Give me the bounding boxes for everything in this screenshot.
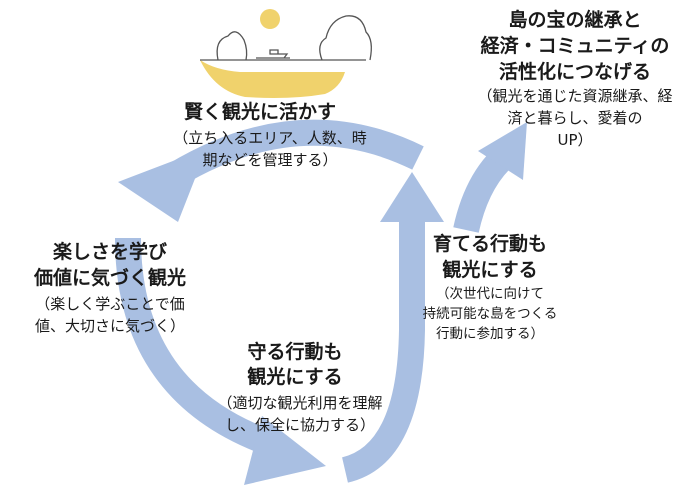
node-right-desc-line2: 持続可能な島をつくる xyxy=(422,306,558,322)
arrow-left-to-bottom xyxy=(115,237,280,458)
node-bottom-desc-line1: （適切な観光利用を理解 xyxy=(217,394,383,412)
node-goal-desc-line2: 済と暮らし、愛着の xyxy=(507,109,643,127)
cloud-icon xyxy=(216,31,248,61)
node-top-desc-line1: （立ち入るエリア、人数、時 xyxy=(173,129,367,147)
node-left-title-line2: 価値に気づく観光 xyxy=(33,267,186,289)
node-left-title-line1: 楽しさを学び xyxy=(52,241,167,263)
node-right-title-line2: 観光にする xyxy=(442,259,538,281)
node-goal-desc-line3: UP） xyxy=(557,131,593,149)
node-right-desc-line1: （次世代に向けて xyxy=(436,286,544,302)
sun-icon xyxy=(260,9,280,29)
cloud-icon xyxy=(319,15,372,61)
node-goal-title-line3: 活性化につなげる xyxy=(498,61,651,83)
node-top-desc-line2: 期などを管理する） xyxy=(202,151,338,169)
node-goal-title-line2: 経済・コミュニティの xyxy=(480,35,670,57)
node-goal-desc-line1: （観光を通じた資源継承、経 xyxy=(477,87,673,105)
arrow-head-goal xyxy=(478,122,527,180)
node-goal-title-line1: 島の宝の継承と xyxy=(508,9,642,31)
arrow-head-bottom xyxy=(244,416,326,485)
node-bottom-desc-line2: し、保全に協力する） xyxy=(224,416,375,434)
arrow-head-left xyxy=(118,148,207,222)
arrow-head-up xyxy=(380,172,444,222)
node-top-title: 賢く観光に活かす xyxy=(183,101,336,123)
node-right-title-line1: 育てる行動も xyxy=(432,233,547,255)
arrow-top-to-left xyxy=(168,119,424,187)
island-illustration xyxy=(200,9,372,98)
cycle-arrows xyxy=(115,119,527,485)
node-bottom-title-line2: 観光にする xyxy=(247,366,343,388)
boat-icon xyxy=(256,49,290,59)
node-bottom-title-line1: 守る行動も xyxy=(247,341,343,363)
island-icon xyxy=(200,60,345,98)
arrow-bottom-to-right xyxy=(341,222,425,483)
node-left-desc-line1: （楽しく学ぶことで価 xyxy=(35,295,185,313)
node-left-desc-line2: 値、大切さに気づく） xyxy=(34,317,185,335)
node-right-desc-line3: 行動に参加する） xyxy=(436,326,544,342)
